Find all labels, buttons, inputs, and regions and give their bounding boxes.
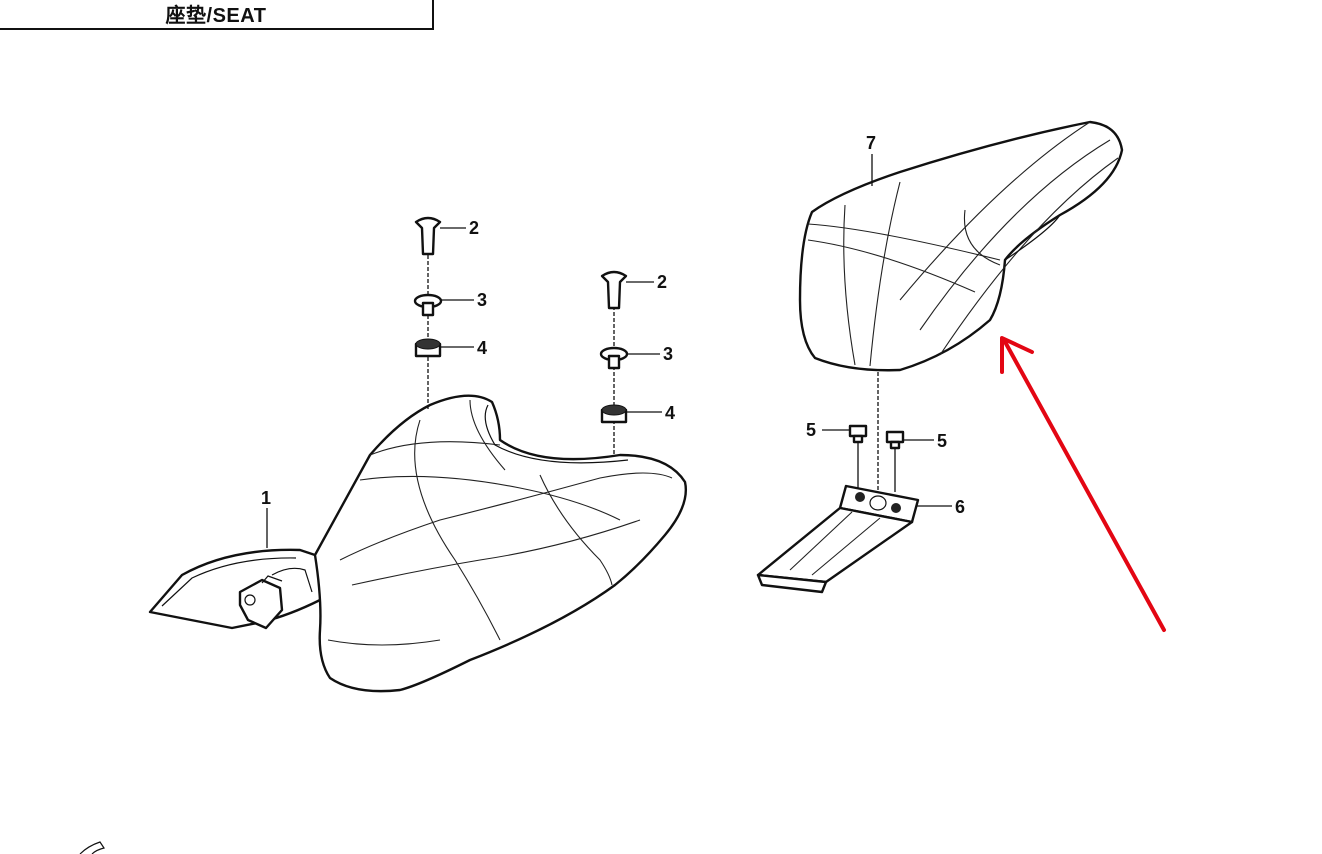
callout-3a: 3 bbox=[477, 290, 487, 310]
callout-2a: 2 bbox=[469, 218, 479, 238]
callout-6: 6 bbox=[955, 497, 965, 517]
corner-mark bbox=[79, 841, 105, 854]
pillion-bracket bbox=[756, 372, 920, 594]
callout-5b: 5 bbox=[937, 431, 947, 451]
callout-4a: 4 bbox=[477, 338, 487, 358]
title-box: 座垫/SEAT bbox=[0, 0, 434, 30]
pillion-seat bbox=[798, 120, 1124, 372]
callout-2b: 2 bbox=[657, 272, 667, 292]
callout-4b: 4 bbox=[665, 403, 675, 423]
rider-seat-fasteners bbox=[413, 216, 629, 456]
rider-seat bbox=[148, 394, 687, 693]
red-arrow-annotation bbox=[1000, 336, 1166, 632]
callout-3b: 3 bbox=[663, 344, 673, 364]
page-title: 座垫/SEAT bbox=[165, 4, 267, 27]
callout-7: 7 bbox=[866, 133, 876, 153]
callout-5a: 5 bbox=[806, 420, 816, 440]
callout-1: 1 bbox=[261, 488, 271, 508]
callout-labels: 1 2 3 4 2 3 4 5 5 6 7 bbox=[261, 133, 965, 548]
